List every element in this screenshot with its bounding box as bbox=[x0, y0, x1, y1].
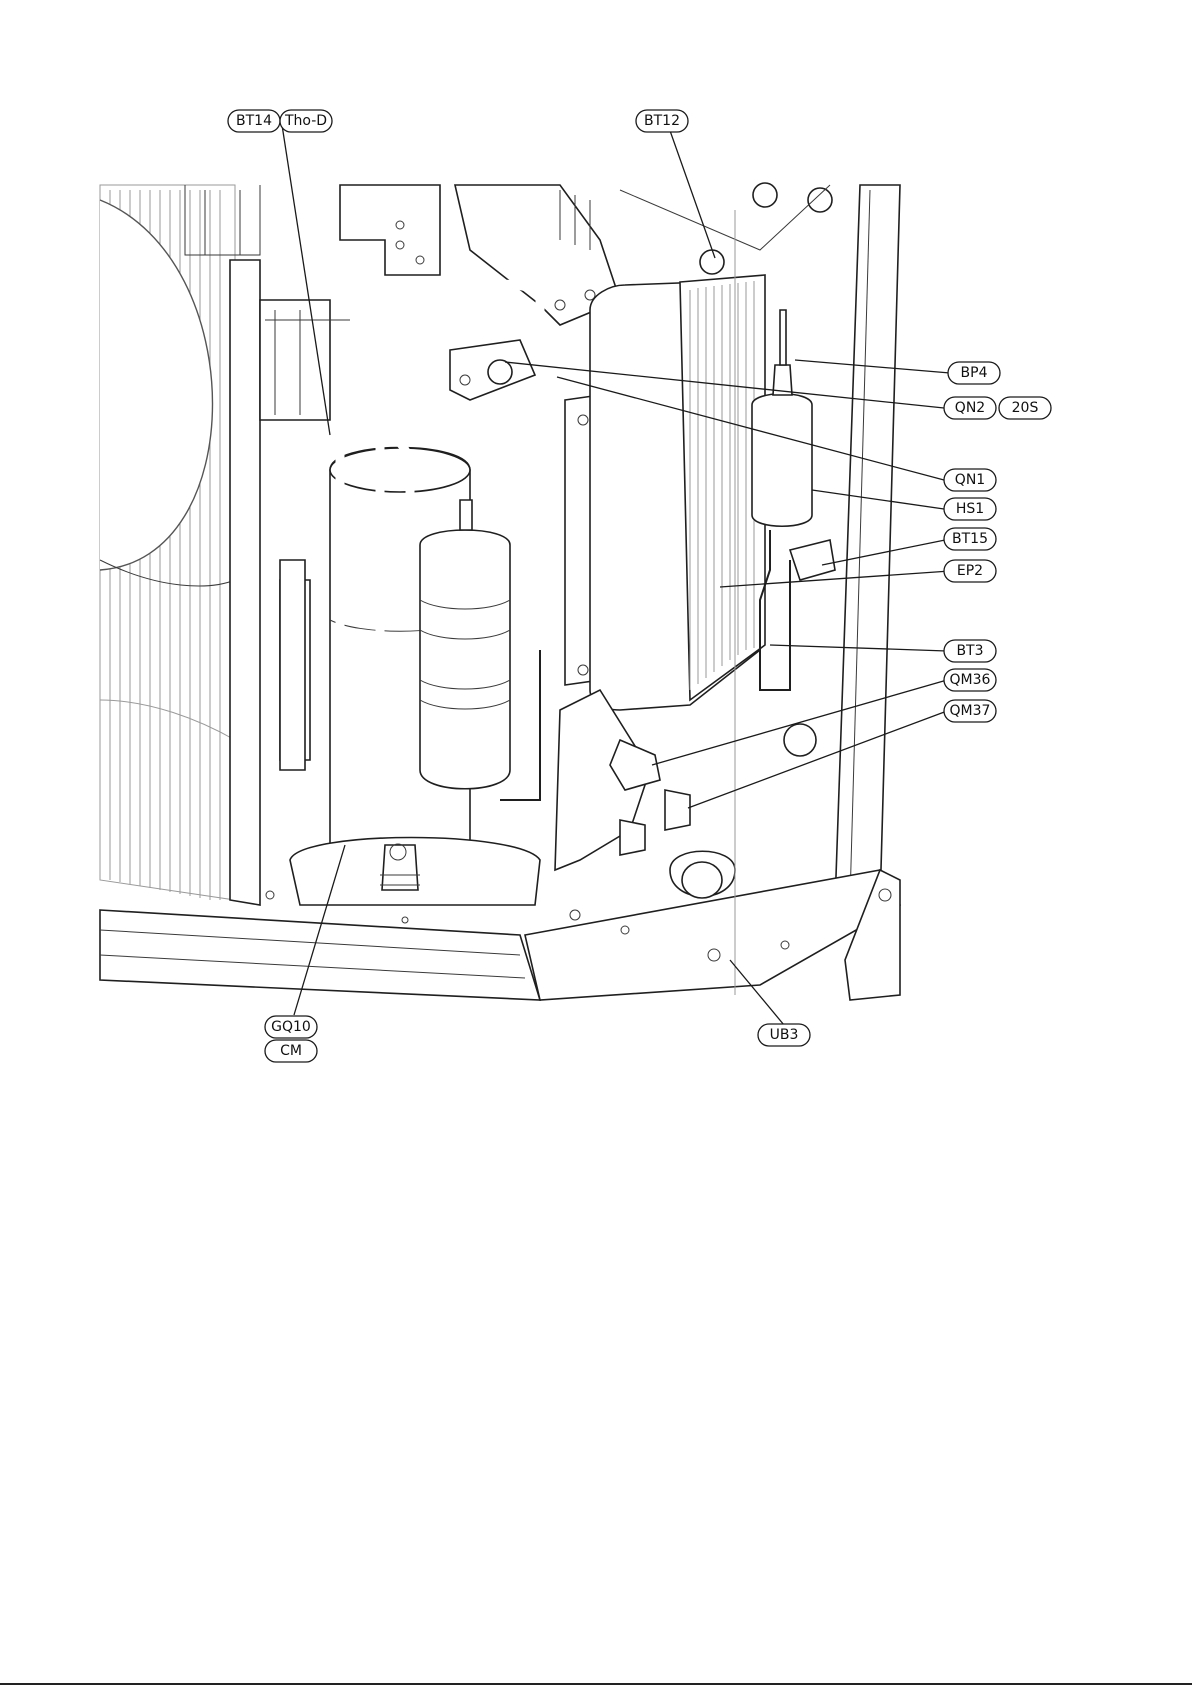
fan-grille bbox=[100, 185, 235, 900]
label-tag-hs1: HS1 bbox=[944, 498, 996, 520]
service-valves bbox=[555, 690, 690, 870]
label-bt3-text: BT3 bbox=[956, 643, 983, 659]
label-tag-ub3: UB3 bbox=[758, 1024, 810, 1046]
label-bt15-text: BT15 bbox=[952, 531, 988, 547]
label-tag-bt14: BT14 bbox=[228, 110, 280, 132]
label-tag-bt15: BT15 bbox=[944, 528, 996, 550]
label-tag-ep2: EP2 bbox=[944, 560, 996, 582]
label-gq10-text: GQ10 bbox=[271, 1019, 311, 1035]
heat-pump-illustration bbox=[100, 183, 900, 1000]
label-tho-d-text: Tho-D bbox=[284, 113, 327, 129]
label-tag-bt12: BT12 bbox=[636, 110, 688, 132]
leader-qm37 bbox=[688, 711, 947, 808]
label-qn1-text: QN1 bbox=[955, 472, 985, 488]
label-qm36-text: QM36 bbox=[950, 672, 991, 688]
label-tag-qn1: QN1 bbox=[944, 469, 996, 491]
label-tag-20s: 20S bbox=[999, 397, 1051, 419]
four-way-valve bbox=[450, 340, 535, 400]
label-20s-text: 20S bbox=[1012, 400, 1039, 416]
label-tag-qm37: QM37 bbox=[944, 700, 996, 722]
label-hs1-text: HS1 bbox=[956, 501, 984, 517]
label-tag-tho-d: Tho-D bbox=[280, 110, 332, 132]
label-qn2-text: QN2 bbox=[955, 400, 985, 416]
label-bt14-text: BT14 bbox=[236, 113, 272, 129]
label-tag-qm36: QM36 bbox=[944, 669, 996, 691]
label-qm37-text: QM37 bbox=[950, 703, 991, 719]
label-ub3-text: UB3 bbox=[770, 1027, 799, 1043]
leader-bt12 bbox=[668, 125, 715, 258]
label-tag-gq10: GQ10 bbox=[265, 1016, 317, 1038]
label-cm-text: CM bbox=[280, 1043, 302, 1059]
label-ep2-text: EP2 bbox=[957, 563, 983, 579]
accumulator bbox=[420, 500, 510, 789]
label-tag-bt3: BT3 bbox=[944, 640, 996, 662]
label-bt12-text: BT12 bbox=[644, 113, 680, 129]
electrical-bracket bbox=[340, 185, 620, 325]
label-tag-bp4: BP4 bbox=[948, 362, 1000, 384]
label-tag-cm: CM bbox=[265, 1040, 317, 1062]
label-tag-qn2: QN2 bbox=[944, 397, 996, 419]
label-bp4-text: BP4 bbox=[961, 365, 988, 381]
